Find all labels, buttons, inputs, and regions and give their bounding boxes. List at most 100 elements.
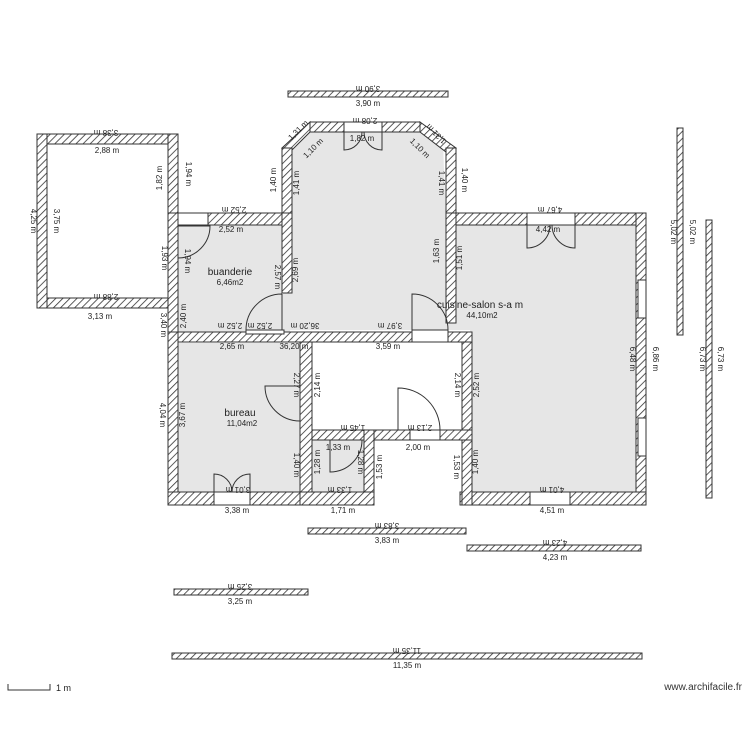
window-cuisine-right-1 <box>637 279 647 319</box>
door-wc <box>329 439 363 473</box>
dim-label: 1,40 m <box>269 167 278 192</box>
dim-label: 2,14 m <box>453 373 462 398</box>
wall-bureau-right <box>299 341 313 506</box>
dim-label: 6,86 m <box>651 347 660 372</box>
buanderie-floor <box>178 225 290 332</box>
dim-label: 2,69 m <box>291 257 300 282</box>
dim-label: 6,73 m <box>716 347 725 372</box>
dim-label: 2,08 m <box>352 116 377 125</box>
wall-cuis-inner-v <box>461 331 473 506</box>
dim-label: 1,94 m <box>184 162 193 187</box>
dim-label: 4,25 m <box>29 209 38 234</box>
dim-label: 1,40 m <box>292 453 301 478</box>
dim-label: 2,57 m <box>273 265 282 290</box>
dim-label: 3,38 m <box>225 506 250 515</box>
dim-label: 1,53 m <box>452 455 461 480</box>
dim-label: 1,28 m <box>313 449 322 474</box>
wall-cuis-left <box>445 212 457 324</box>
dim-label: 6,48 m <box>628 347 637 372</box>
dim-label: 11,35 m <box>393 646 422 655</box>
dim-label: 1,63 m <box>432 238 441 263</box>
dim-label: 1,41 m <box>437 171 446 196</box>
dim-label: 3,25 m <box>227 582 252 591</box>
dim-label: 1,40 m <box>471 449 480 474</box>
door-cuisine-left <box>411 293 449 343</box>
dim-label: 3,75 m <box>52 209 61 234</box>
bar-673 <box>705 219 713 499</box>
bar-1135 <box>171 652 643 660</box>
window-cuisine-bottom <box>529 491 571 506</box>
room-area-cuisine: 44,10m2 <box>466 311 498 320</box>
dim-label: 4,23 m <box>543 553 568 562</box>
wall-left-left <box>36 133 48 309</box>
dim-label: 3,97 m <box>377 321 402 330</box>
dim-label: 1,33 m <box>327 485 352 494</box>
scale-label: 1 m <box>56 683 71 693</box>
dim-label: 2,27 m <box>292 373 301 398</box>
dim-label: 1,93 m <box>160 246 169 271</box>
dim-label: 1,53 m <box>375 454 384 479</box>
dim-label: 5,02 m <box>669 220 678 245</box>
room-area-bureau: 11,04m2 <box>227 419 258 428</box>
dim-label: 1,41 m <box>292 170 301 195</box>
dim-label: 2,00 m <box>406 443 431 452</box>
dimension-labels: 3,90 m 3,90 m 2,08 m 1,82 m 1,31 m 1,31 … <box>29 84 725 670</box>
dim-label: 4,42 m <box>536 225 561 234</box>
brand-watermark: www.archifacile.fr <box>663 682 742 693</box>
dim-label: 3,40 m <box>159 313 168 338</box>
dim-label: 36,20 m <box>280 342 309 351</box>
dim-label: 2,52 m <box>217 321 242 330</box>
dim-label: 11,35 m <box>393 661 422 670</box>
dim-label: 4,23 m <box>542 538 567 547</box>
dim-label: 3,38 m <box>93 128 118 137</box>
bar-423 <box>466 544 642 552</box>
dim-label: 3,83 m <box>375 536 400 545</box>
windows <box>177 212 647 506</box>
dim-label: 3,90 m <box>355 84 380 93</box>
dim-label: 1,94 m <box>183 249 192 274</box>
dim-label: 2,88 m <box>93 292 118 301</box>
dim-label: 3,90 m <box>356 99 381 108</box>
dim-label: 2,13 m <box>407 423 432 432</box>
dim-label: 2,88 m <box>95 146 120 155</box>
dim-label: 1,33 m <box>326 443 351 452</box>
dim-label: 1,82 m <box>350 134 375 143</box>
wall-couloir-bottom <box>311 429 473 441</box>
dim-label: 1,40 m <box>460 168 469 193</box>
dim-label: 2,65 m <box>220 342 245 351</box>
dim-label: 6,73 m <box>698 347 707 372</box>
couloir-floor <box>312 342 462 430</box>
door-buanderie-bottom <box>245 293 285 335</box>
window-cuisine-right-2 <box>637 417 647 457</box>
dim-label: 1,28 m <box>356 450 365 475</box>
room-name-bureau: bureau <box>224 408 255 419</box>
dim-label: 4,01 m <box>539 485 564 494</box>
dim-label: 2,52 m <box>472 372 481 397</box>
room-name-buanderie: buanderie <box>208 267 253 278</box>
dim-label: 2,52 m <box>221 205 246 214</box>
dim-label: 3,01 m <box>225 485 250 494</box>
dim-label: 36,20 m <box>290 321 319 330</box>
doors <box>177 121 576 506</box>
dim-label: 1,51 m <box>455 245 464 270</box>
dim-label: 4,04 m <box>158 403 167 428</box>
wall-octo-right <box>445 147 457 214</box>
dim-label: 1,45 m <box>340 423 365 432</box>
door-couloir <box>397 387 441 431</box>
scale-bar: 1 m <box>7 683 71 693</box>
wall-octo-left <box>281 147 293 214</box>
dim-label: 4,51 m <box>540 506 565 515</box>
door-octo-top <box>343 121 383 151</box>
bar-383 <box>307 527 467 535</box>
dim-label: 3,83 m <box>374 521 399 530</box>
bureau-floor <box>178 343 300 493</box>
dim-label: 4,67 m <box>537 205 562 214</box>
bar-390 <box>287 90 449 98</box>
room-name-cuisine: cuisine-salon s-a m <box>437 300 523 311</box>
octagon-floor <box>290 130 636 492</box>
dim-label: 2,52 m <box>247 321 272 330</box>
wall-bureau-left <box>167 331 179 506</box>
dim-label: 3,25 m <box>228 597 253 606</box>
bar-325 <box>173 588 309 596</box>
